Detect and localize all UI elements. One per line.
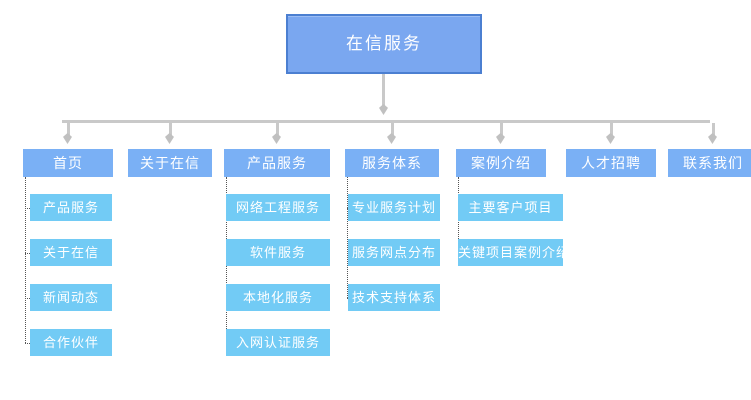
node-level3-0-3[interactable]: 合作伙伴 [30, 329, 112, 356]
child-connector-stub-3-2 [347, 298, 348, 300]
branch-drop-line-6 [712, 123, 715, 137]
node-level2-label: 关于在信 [140, 155, 200, 171]
child-connector-vertical-0 [25, 177, 27, 343]
node-level3-3-0[interactable]: 专业服务计划 [348, 194, 440, 221]
node-level3-label: 专业服务计划 [351, 200, 436, 215]
node-root-label: 在信服务 [346, 34, 422, 53]
node-level2-1[interactable]: 关于在信 [128, 149, 212, 177]
node-level3-0-2[interactable]: 新闻动态 [30, 284, 112, 311]
branch-drop-line-0 [67, 123, 70, 137]
node-level2-label: 首页 [53, 155, 83, 171]
child-connector-stub-0-2 [25, 298, 30, 300]
node-level3-label: 合作伙伴 [42, 335, 99, 350]
node-level2-label: 人才招聘 [581, 155, 641, 171]
node-level3-label: 关键项目案例介绍 [458, 245, 571, 260]
root-stem-marker [379, 104, 388, 115]
branch-drop-marker-5 [606, 133, 615, 144]
child-connector-vertical-3 [347, 177, 349, 298]
branch-drop-marker-6 [708, 133, 717, 144]
child-connector-stub-3-0 [347, 208, 348, 210]
node-level3-label: 服务网点分布 [351, 245, 436, 260]
node-level2-5[interactable]: 人才招聘 [566, 149, 656, 177]
branch-drop-line-4 [500, 123, 503, 137]
node-level2-4[interactable]: 案例介绍 [456, 149, 546, 177]
node-level2-label: 产品服务 [247, 155, 307, 171]
node-level2-0[interactable]: 首页 [23, 149, 113, 177]
branch-drop-line-1 [169, 123, 172, 137]
branch-drop-line-2 [276, 123, 279, 137]
node-level3-2-1[interactable]: 软件服务 [226, 239, 330, 266]
child-connector-stub-3-1 [347, 253, 348, 255]
node-level3-0-1[interactable]: 关于在信 [30, 239, 112, 266]
node-level3-3-2[interactable]: 技术支持体系 [348, 284, 440, 311]
node-level2-label: 案例介绍 [471, 155, 531, 171]
branch-drop-marker-4 [496, 133, 505, 144]
branch-drop-line-3 [391, 123, 394, 137]
node-level3-3-1[interactable]: 服务网点分布 [348, 239, 440, 266]
branch-drop-marker-1 [165, 133, 174, 144]
node-level3-label: 网络工程服务 [235, 200, 320, 215]
node-level3-2-2[interactable]: 本地化服务 [226, 284, 330, 311]
node-level3-4-0[interactable]: 主要客户项目 [458, 194, 563, 221]
node-level3-label: 入网认证服务 [235, 335, 320, 350]
node-level2-label: 联系我们 [683, 155, 743, 171]
node-level3-2-3[interactable]: 入网认证服务 [226, 329, 330, 356]
node-level3-label: 本地化服务 [242, 290, 313, 305]
child-connector-stub-0-0 [25, 208, 30, 210]
node-level3-label: 新闻动态 [42, 290, 99, 305]
node-level2-2[interactable]: 产品服务 [224, 149, 330, 177]
node-level2-6[interactable]: 联系我们 [668, 149, 751, 177]
child-connector-stub-0-3 [25, 343, 30, 345]
branch-drop-marker-2 [272, 133, 281, 144]
node-level3-label: 产品服务 [42, 200, 99, 215]
node-level2-3[interactable]: 服务体系 [345, 149, 439, 177]
node-root[interactable]: 在信服务 [286, 14, 482, 74]
node-level2-label: 服务体系 [362, 155, 422, 171]
branch-drop-marker-3 [387, 133, 396, 144]
branch-drop-marker-0 [63, 133, 72, 144]
connector-bus [62, 120, 710, 123]
node-level3-label: 软件服务 [249, 245, 306, 260]
node-level3-label: 技术支持体系 [351, 290, 436, 305]
root-stem [382, 74, 385, 108]
branch-drop-line-5 [610, 123, 613, 137]
node-level3-0-0[interactable]: 产品服务 [30, 194, 112, 221]
node-level3-label: 主要客户项目 [468, 200, 553, 215]
child-connector-stub-0-1 [25, 253, 30, 255]
node-level3-2-0[interactable]: 网络工程服务 [226, 194, 330, 221]
node-level3-4-1[interactable]: 关键项目案例介绍 [458, 239, 569, 266]
node-level3-label: 关于在信 [42, 245, 99, 260]
